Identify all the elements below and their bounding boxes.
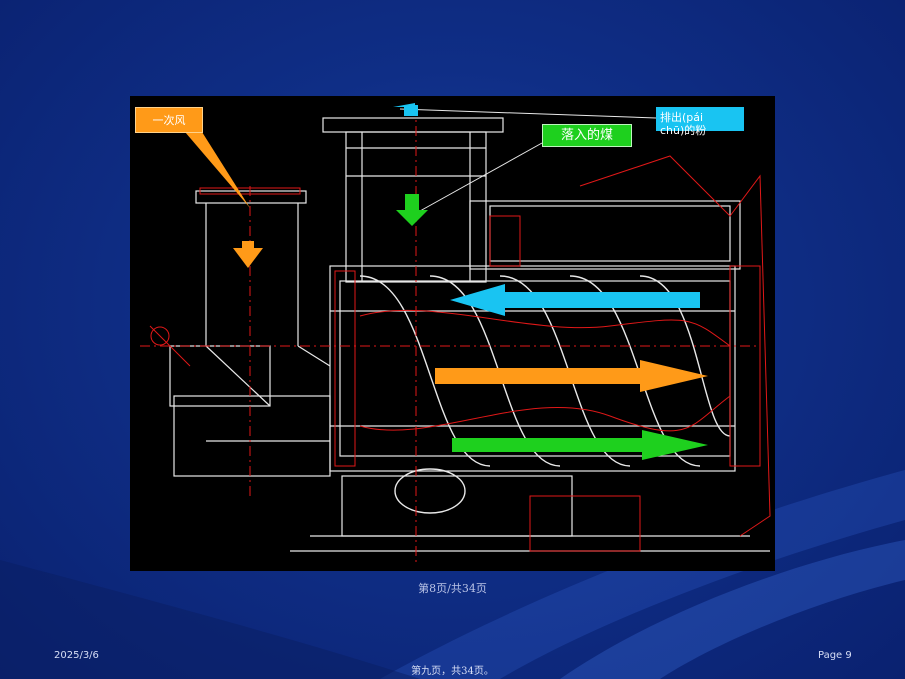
arrow-left-cyan-icon — [450, 284, 700, 316]
callout-discharged-powder: 排出(pái chū)的粉 — [656, 107, 744, 137]
red-detail-lines — [140, 106, 771, 566]
arrow-down-green-icon — [396, 194, 428, 226]
arrow-down-orange-icon — [233, 241, 263, 268]
footer-date: 2025/3/6 — [54, 650, 99, 661]
primary-air-pointer — [185, 132, 250, 208]
discharge-marker — [404, 105, 418, 116]
arrow-right-orange-icon — [435, 360, 708, 392]
footer-page-count: 第九页，共34页。 — [411, 666, 494, 677]
footer-page-number: Page 9 — [818, 650, 852, 661]
machine-drawing — [140, 103, 771, 566]
callout-primary-air: 一次风 — [135, 107, 203, 133]
leader-lines — [399, 108, 657, 212]
arrow-right-green-icon — [452, 430, 708, 460]
page-caption: 第8页/共34页 — [418, 582, 487, 595]
primary-air-duct — [169, 190, 331, 477]
callout-discharged-powder-line1: 排出(pái — [660, 111, 704, 124]
callout-falling-coal: 落入的煤 — [542, 124, 632, 147]
callout-discharged-powder-line2: chū)的粉 — [660, 124, 707, 137]
machine-diagram: 一次风 排出(pái chū)的粉 落入的煤 — [130, 96, 775, 571]
